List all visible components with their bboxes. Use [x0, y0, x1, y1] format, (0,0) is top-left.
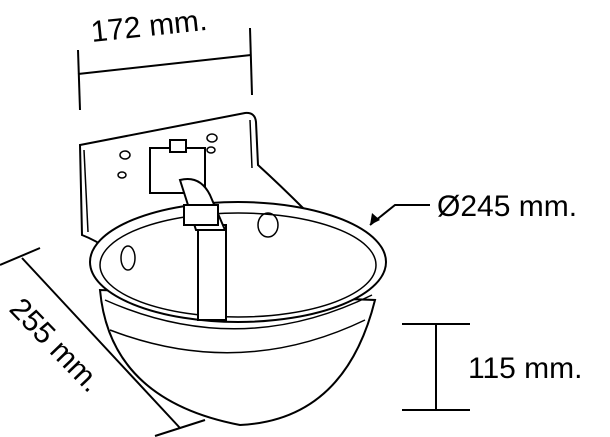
- height-label: 115 mm.: [468, 352, 582, 385]
- diameter-label: Ø245 mm.: [437, 190, 577, 223]
- depth-label: 255 mm.: [3, 292, 108, 399]
- valve: [149, 139, 227, 321]
- bowl: [89, 201, 387, 427]
- diameter-dimension: Ø245 mm.: [369, 190, 577, 226]
- height-dimension: 115 mm.: [402, 323, 582, 411]
- width-dimension: 172 mm.: [77, 4, 253, 111]
- width-label: 172 mm.: [89, 4, 209, 49]
